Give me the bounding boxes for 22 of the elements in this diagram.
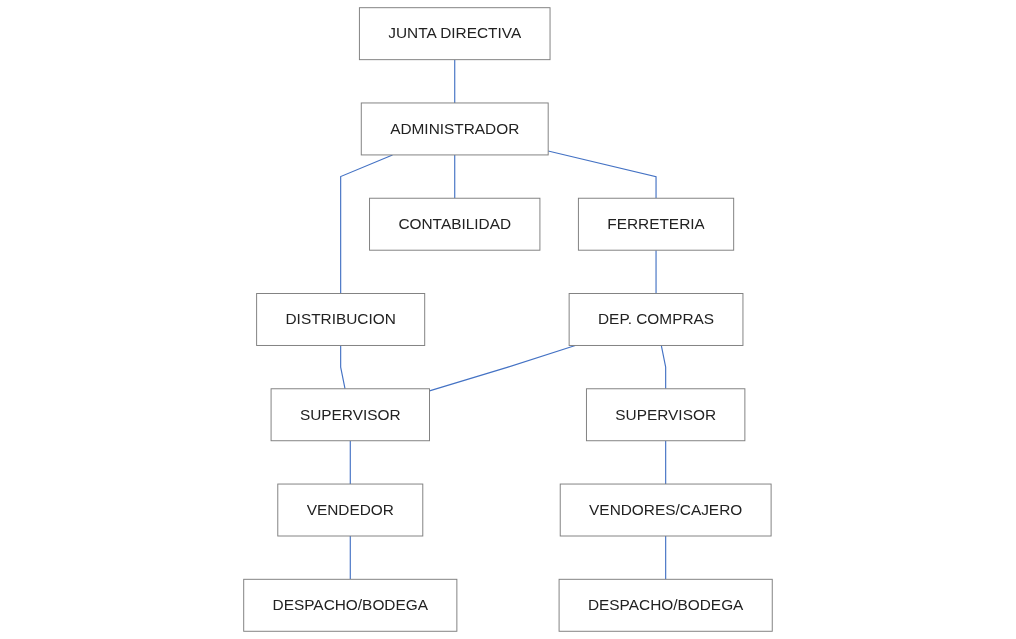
- node-box: SUPERVISOR: [270, 388, 430, 442]
- node-box: FERRETERIA: [577, 197, 735, 251]
- connector: [665, 535, 667, 580]
- connector: [340, 344, 346, 390]
- connector: [349, 535, 351, 580]
- connector: [665, 440, 667, 485]
- node-box: VENDEDOR: [277, 483, 424, 537]
- node-box: JUNTA DIRECTIVA: [358, 7, 551, 61]
- node-box: CONTABILIDAD: [369, 197, 541, 251]
- node-box: VENDORES/CAJERO: [559, 483, 772, 537]
- node-box: DESPACHO/BODEGA: [558, 578, 773, 632]
- connector: [655, 249, 657, 295]
- node-box: DEP. COMPRAS: [568, 293, 744, 346]
- node-box: DESPACHO/BODEGA: [243, 578, 458, 632]
- connector: [547, 150, 657, 199]
- node-box: DISTRIBUCION: [256, 293, 426, 346]
- node-box: SUPERVISOR: [586, 388, 746, 442]
- connector: [660, 344, 667, 390]
- node-box: ADMINISTRADOR: [360, 102, 549, 156]
- connector: [454, 154, 456, 199]
- connector: [454, 59, 456, 104]
- connector: [349, 440, 351, 485]
